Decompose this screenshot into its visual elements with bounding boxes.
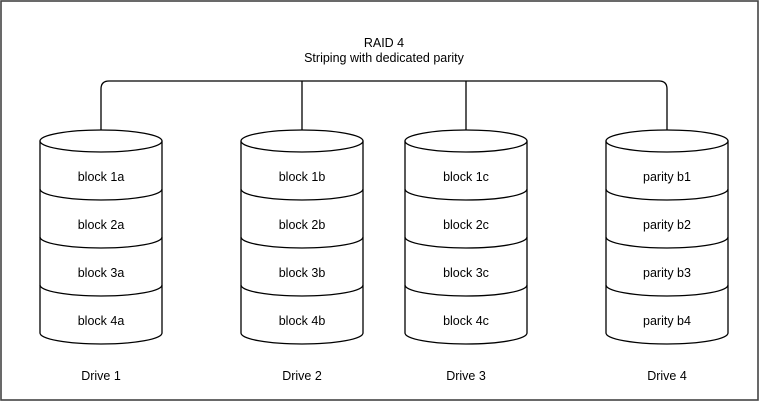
cylinder-divider: [39, 188, 163, 201]
cylinder-body: [605, 141, 729, 345]
drive-cylinder-1: block 1a block 2a block 3a block 4a Driv…: [39, 129, 163, 383]
drive-label: Drive 2: [282, 369, 322, 383]
cylinder-divider: [240, 236, 364, 249]
block-label: block 4b: [279, 314, 326, 328]
bus-connector-line: [100, 80, 668, 130]
block-label: block 3c: [443, 266, 489, 280]
block-label: block 4a: [78, 314, 125, 328]
block-label: parity b3: [643, 266, 691, 280]
block-label: block 1c: [443, 170, 489, 184]
block-label: block 1b: [279, 170, 326, 184]
drive-label: Drive 3: [446, 369, 486, 383]
cylinder-divider: [605, 236, 729, 249]
cylinder-body: [404, 141, 528, 345]
block-label: block 2a: [78, 218, 125, 232]
drive-cylinder-4: parity b1 parity b2 parity b3 parity b4 …: [605, 129, 729, 383]
block-label: block 4c: [443, 314, 489, 328]
drive-label: Drive 4: [647, 369, 687, 383]
block-label: parity b2: [643, 218, 691, 232]
block-label: parity b1: [643, 170, 691, 184]
cylinder-divider: [404, 188, 528, 201]
block-label: block 3b: [279, 266, 326, 280]
block-label: parity b4: [643, 314, 691, 328]
cylinder-divider: [39, 236, 163, 249]
cylinder-body: [240, 141, 364, 345]
diagram-title: RAID 4: [364, 36, 404, 50]
block-label: block 1a: [78, 170, 125, 184]
drive-label: Drive 1: [81, 369, 121, 383]
cylinder-top: [605, 129, 729, 153]
cylinder-divider: [404, 284, 528, 297]
cylinder-divider: [605, 284, 729, 297]
drive-cylinder-2: block 1b block 2b block 3b block 4b Driv…: [240, 129, 364, 383]
cylinder-divider: [39, 284, 163, 297]
cylinder-top: [404, 129, 528, 153]
cylinder-divider: [240, 188, 364, 201]
diagram-subtitle: Striping with dedicated parity: [304, 51, 465, 65]
cylinder-divider: [404, 236, 528, 249]
cylinder-divider: [605, 188, 729, 201]
cylinder-body: [39, 141, 163, 345]
cylinder-top: [240, 129, 364, 153]
cylinder-top: [39, 129, 163, 153]
drive-cylinder-3: block 1c block 2c block 3c block 4c Driv…: [404, 129, 528, 383]
block-label: block 3a: [78, 266, 125, 280]
cylinder-divider: [240, 284, 364, 297]
block-label: block 2c: [443, 218, 489, 232]
block-label: block 2b: [279, 218, 326, 232]
